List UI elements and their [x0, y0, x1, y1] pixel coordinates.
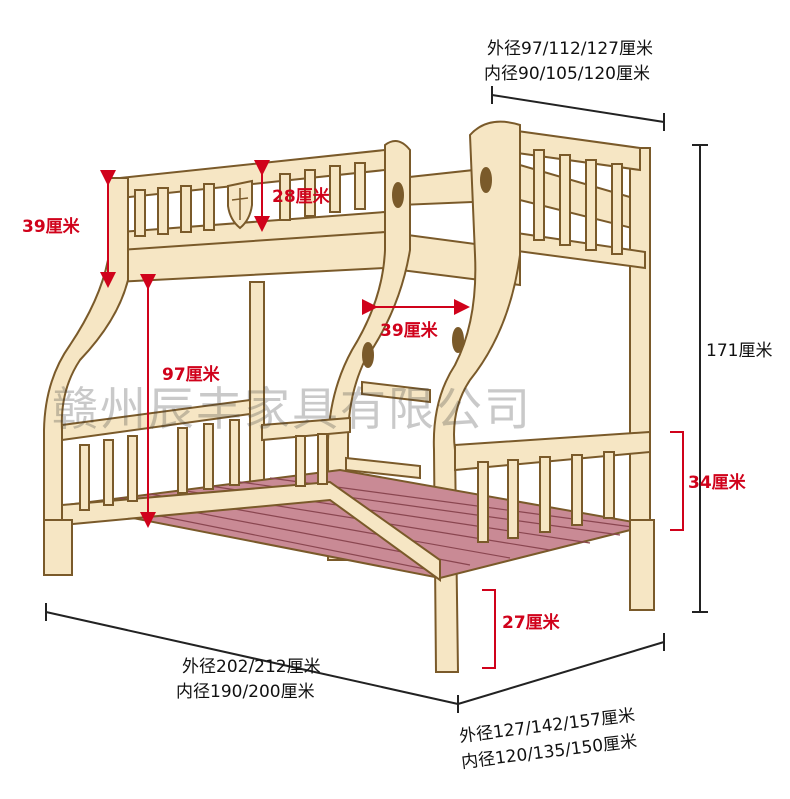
lower-bed-base	[65, 468, 651, 580]
lower-guard-slat-4	[571, 454, 583, 526]
label-length-inner: 内径190/200厘米	[176, 682, 315, 702]
upper-end-slat-4	[611, 163, 623, 255]
lower-left-slat-2	[103, 439, 114, 506]
label-top-outer: 外径97/112/127厘米	[487, 39, 653, 59]
lower-left-slat-5	[203, 423, 214, 490]
headboard-slat-7	[329, 165, 341, 213]
lower-left-slat-4	[177, 427, 188, 494]
label-leg-27: 27厘米	[502, 612, 561, 633]
ladder-hole-1	[392, 182, 404, 208]
headboard-slat-6	[304, 169, 316, 217]
red-measure-markers	[100, 160, 684, 669]
lower-left-top-rail	[61, 398, 251, 442]
leg-rear-right	[629, 519, 655, 611]
headboard-slat-3	[180, 185, 192, 233]
label-total-171: 171厘米	[706, 341, 772, 361]
ladder-hole-4	[452, 327, 464, 353]
label-headboard-39: 39厘米	[22, 216, 81, 237]
upper-end-slat-1	[533, 149, 545, 241]
inner-small-guard	[261, 416, 351, 442]
lower-left-slat-3	[127, 435, 138, 502]
lower-guard-slat-1	[477, 461, 489, 543]
bunk-bed-illustration	[43, 120, 655, 673]
watermark-text: 赣州辰丰家具有限公司	[52, 382, 532, 436]
label-shield-28: 28厘米	[272, 186, 331, 207]
ladder-step-2	[345, 456, 421, 480]
ladder-step-1	[361, 380, 431, 404]
label-ladder-39: 39厘米	[380, 320, 439, 341]
lower-left-slat-1	[79, 444, 90, 511]
label-top-inner: 内径90/105/120厘米	[484, 64, 650, 84]
lower-guard-slat-2	[507, 459, 519, 539]
headboard-slat-5	[279, 173, 291, 221]
headboard-slat-1	[134, 189, 146, 237]
label-lower-guard-34: 34厘米	[688, 472, 747, 493]
lower-guard-top-rail	[454, 430, 651, 472]
upper-end-slat-2	[559, 154, 571, 246]
lower-guard-slat-5	[603, 451, 615, 519]
leg-front-left	[43, 519, 73, 576]
lower-guard-slat-3	[539, 456, 551, 533]
upper-end-slat-3	[585, 159, 597, 251]
label-clearance-97: 97厘米	[162, 364, 221, 385]
headboard-slat-2	[157, 187, 169, 235]
ladder-hole-3	[362, 342, 374, 368]
headboard-slat-8	[354, 162, 366, 210]
label-length-outer: 外径202/212厘米	[182, 657, 321, 677]
dimension-lines	[45, 86, 708, 713]
ladder-hole-2	[480, 167, 492, 193]
headboard-slat-4	[203, 183, 215, 231]
lower-left-slat-6	[229, 419, 240, 486]
upper-end-bottom-rail	[509, 230, 646, 270]
